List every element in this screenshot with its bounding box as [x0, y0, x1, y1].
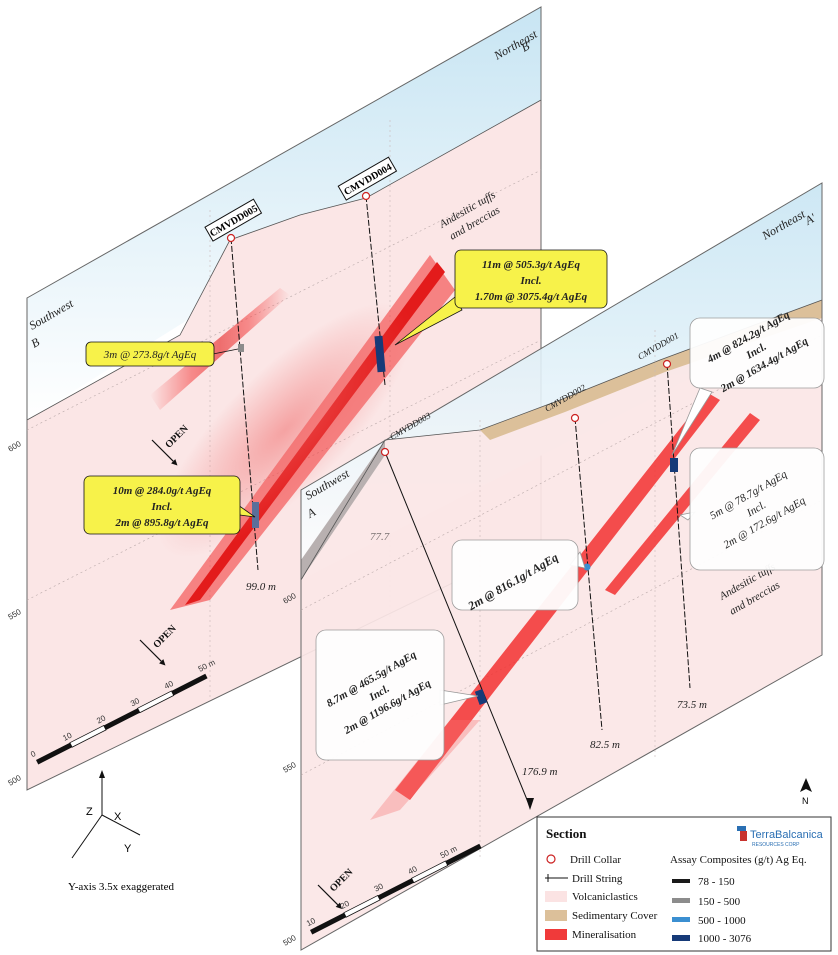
drill-string-cmvdd003	[384, 451, 531, 808]
logo-subtext: RESOURCES CORP	[752, 842, 800, 848]
drill-collar-cmvdd005	[226, 233, 236, 243]
legend-sedimentary-swatch	[545, 910, 567, 921]
callout-a-2: 2m @ 816.1g/t AgEq	[451, 539, 586, 613]
callout-b-3-line-2: Incl.	[150, 501, 172, 513]
legend-assay-2: 150 - 500	[698, 896, 741, 908]
drill-collar-cmvdd003	[380, 447, 390, 457]
callout-b-2-line-3: 1.70m @ 3075.4g/t AgEq	[475, 291, 588, 303]
callout-b-1: 3m @ 273.8g/t AgEq	[85, 341, 239, 367]
drill-collar-cmvdd001	[662, 359, 672, 369]
callout-b-1-text: 3m @ 273.8g/t AgEq	[103, 349, 197, 361]
axis-z-label: Z	[86, 806, 93, 818]
section-a-depth-ghost: 77.7	[370, 531, 390, 543]
legend-assay-3: 500 - 1000	[698, 915, 746, 927]
callout-a-3: 5m @ 78.7g/t AgEq Incl. 2m @ 172.6g/t Ag…	[678, 447, 825, 571]
callout-b-2-line-2: Incl.	[519, 275, 541, 287]
drill-string-cmvdd002	[574, 417, 603, 731]
legend-mineralisation-swatch	[545, 929, 567, 940]
legend-item-collar: Drill Collar	[570, 854, 621, 866]
section-a-topography	[300, 299, 823, 581]
section-b-drillholes	[226, 191, 386, 571]
drill-collar-cmvdd002	[570, 413, 580, 423]
north-arrow: N	[800, 778, 812, 806]
assay-a-3	[670, 458, 678, 472]
drill-collar-cmvdd004	[361, 191, 371, 201]
legend-volcaniclastics-swatch	[545, 891, 567, 902]
legend-assay-4-swatch	[672, 935, 690, 941]
section-a-elev-500: 500	[282, 933, 299, 948]
legend-logo: TerraBalcanica RESOURCES CORP	[737, 826, 824, 848]
callout-a-4: 8.7m @ 465.5g/t AgEq Incl. 2m @ 1196.6g/…	[315, 629, 479, 761]
assay-1	[374, 335, 386, 373]
legend-item-mineralisation: Mineralisation	[572, 929, 637, 941]
section-a-depth-001: 73.5 m	[677, 699, 707, 711]
legend-assay-4: 1000 - 3076	[698, 933, 752, 945]
axis-note: Y-axis 3.5x exaggerated	[68, 881, 174, 893]
section-a-drillholes	[380, 359, 691, 810]
section-a-depth-002: 82.5 m	[590, 739, 620, 751]
drill-string-cmvdd001	[666, 363, 691, 689]
legend-item-volcaniclastics: Volcaniclastics	[572, 891, 638, 903]
legend-collar-symbol	[546, 854, 556, 864]
scale-b-tick-0: 0	[29, 749, 38, 759]
axis-y-label: Y	[124, 843, 132, 855]
section-b-depth-005: 99.0 m	[246, 581, 276, 593]
legend-title: Section	[546, 826, 587, 841]
section-b: CMVDD005 CMVDD004 Northeast B' Southwest…	[7, 6, 608, 791]
section-a: CMVDD003 CMVDD002 CMVDD001 Northeast A' …	[282, 182, 825, 951]
callout-b-2-line-1: 11m @ 505.3g/t AgEq	[482, 259, 580, 271]
callout-a-1: 4m @ 824.2g/t AgEq Incl. 2m @ 1634.4g/t …	[671, 309, 825, 456]
legend-assay-3-swatch	[672, 917, 690, 922]
section-b-elev-500: 500	[7, 773, 24, 788]
assay-a-1	[474, 689, 488, 705]
legend-item-sedimentary: Sedimentary Cover	[572, 910, 658, 922]
axis-x-label: X	[114, 811, 122, 823]
assay-2	[238, 344, 244, 352]
legend-assay-1: 78 - 150	[698, 876, 735, 888]
callout-b-3-line-1: 10m @ 284.0g/t AgEq	[113, 485, 212, 497]
assay-a-2	[583, 563, 591, 571]
section-b-sky	[27, 7, 541, 420]
section-a-elev-550: 550	[282, 760, 299, 775]
legend-assay-2-swatch	[672, 898, 690, 903]
callout-b-2: 11m @ 505.3g/t AgEq Incl. 1.70m @ 3075.4…	[394, 249, 608, 346]
north-label: N	[802, 796, 809, 806]
legend-item-string: Drill String	[572, 873, 623, 885]
assay-3	[252, 502, 259, 528]
legend: Section TerraBalcanica RESOURCES CORP Dr…	[536, 816, 832, 952]
section-b-elev-550: 550	[7, 607, 24, 622]
section-a-depth-003: 176.9 m	[522, 766, 558, 778]
legend-assay-1-swatch	[672, 879, 690, 883]
logo-text: TerraBalcanica	[750, 829, 824, 841]
callout-b-3: 10m @ 284.0g/t AgEq Incl. 2m @ 895.8g/t …	[83, 475, 256, 535]
section-b-elev-600: 600	[7, 439, 24, 454]
callout-b-3-line-3: 2m @ 895.8g/t AgEq	[114, 517, 209, 529]
legend-assay-title: Assay Composites (g/t) Ag Eq.	[670, 854, 807, 866]
axis-triad: Z X Y Y-axis 3.5x exaggerated	[68, 770, 174, 893]
section-a-frame	[300, 182, 823, 951]
